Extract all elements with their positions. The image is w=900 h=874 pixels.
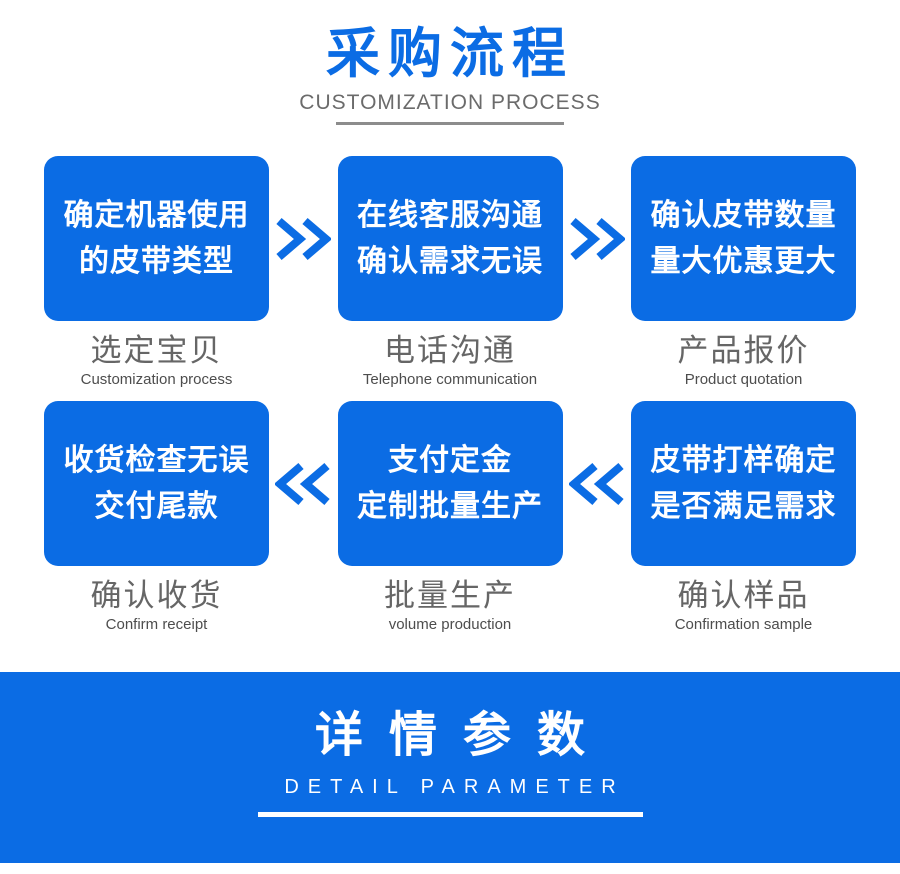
banner-underline: [257, 812, 643, 817]
flow-step-label-en: Confirm receipt: [105, 616, 208, 633]
flow-step-4: 皮带打样确定 是否满足需求 确认样品 Confirmation sample: [631, 401, 856, 634]
flow-step-box: 支付定金 定制批量生产: [337, 401, 563, 566]
flow-step-label-en: volume production: [388, 616, 512, 633]
double-chevron-right-icon: [269, 156, 337, 321]
title-underline: [336, 122, 564, 125]
flow-step-box-line2: 确认需求无误: [357, 244, 543, 278]
flow-step-box: 确认皮带数量 量大优惠更大: [631, 156, 856, 321]
flow-step-label-cn: 确认收货: [90, 578, 223, 613]
detail-parameter-banner: 详情参数 DETAIL PARAMETER: [0, 672, 900, 863]
flow-step-label-en: Customization process: [80, 371, 233, 388]
flow-row-2: 收货检查无误 交付尾款 确认收货 Confirm receipt 支付定金 定制…: [0, 401, 900, 634]
double-chevron-left-icon: [269, 401, 337, 566]
flow-step-box-line1: 皮带打样确定: [650, 443, 837, 477]
flow-step-box-line1: 确认皮带数量: [650, 198, 837, 232]
flow-step-box: 收货检查无误 交付尾款: [44, 401, 269, 566]
banner-title-en: DETAIL PARAMETER: [284, 776, 625, 798]
flow-step-box-line2: 是否满足需求: [650, 489, 837, 523]
flow-step-5: 支付定金 定制批量生产 批量生产 volume production: [337, 401, 563, 634]
double-chevron-right-icon: [563, 156, 631, 321]
flow-step-box-line1: 支付定金: [388, 443, 512, 477]
flow-step-box: 皮带打样确定 是否满足需求: [631, 401, 856, 566]
flow-step-label-cn: 选定宝贝: [90, 333, 223, 368]
flow-step-box-line1: 确定机器使用: [63, 198, 250, 232]
flow-step-2: 在线客服沟通 确认需求无误 电话沟通 Telephone communicati…: [337, 156, 563, 389]
process-flow: 确定机器使用 的皮带类型 选定宝贝 Customization process …: [0, 156, 900, 634]
page-title: 采购流程: [326, 24, 574, 84]
flow-step-label-cn: 确认样品: [677, 578, 810, 613]
double-chevron-left-icon: [563, 401, 631, 566]
flow-step-label-en: Telephone communication: [362, 371, 538, 388]
flow-step-3: 确认皮带数量 量大优惠更大 产品报价 Product quotation: [631, 156, 856, 389]
flow-step-1: 确定机器使用 的皮带类型 选定宝贝 Customization process: [44, 156, 269, 389]
flow-step-label-cn: 批量生产: [384, 578, 516, 613]
flow-step-box-line1: 在线客服沟通: [357, 198, 543, 232]
flow-step-box: 在线客服沟通 确认需求无误: [337, 156, 563, 321]
flow-step-box-line2: 量大优惠更大: [650, 244, 837, 278]
flow-step-box-line2: 交付尾款: [94, 489, 219, 523]
flow-step-label-cn: 电话沟通: [384, 333, 516, 368]
section-header: 采购流程 CUSTOMIZATION PROCESS: [0, 0, 900, 125]
flow-step-box: 确定机器使用 的皮带类型: [44, 156, 269, 321]
flow-step-box-line2: 定制批量生产: [357, 489, 543, 523]
flow-step-label-en: Confirmation sample: [674, 616, 813, 633]
flow-row-1: 确定机器使用 的皮带类型 选定宝贝 Customization process …: [0, 156, 900, 389]
page-subtitle: CUSTOMIZATION PROCESS: [299, 91, 601, 114]
flow-step-label-en: Product quotation: [684, 371, 803, 388]
flow-step-box-line2: 的皮带类型: [79, 244, 234, 278]
flow-step-6: 收货检查无误 交付尾款 确认收货 Confirm receipt: [44, 401, 269, 634]
banner-title-cn: 详情参数: [314, 709, 611, 762]
flow-step-box-line1: 收货检查无误: [63, 443, 250, 477]
flow-step-label-cn: 产品报价: [677, 333, 810, 368]
